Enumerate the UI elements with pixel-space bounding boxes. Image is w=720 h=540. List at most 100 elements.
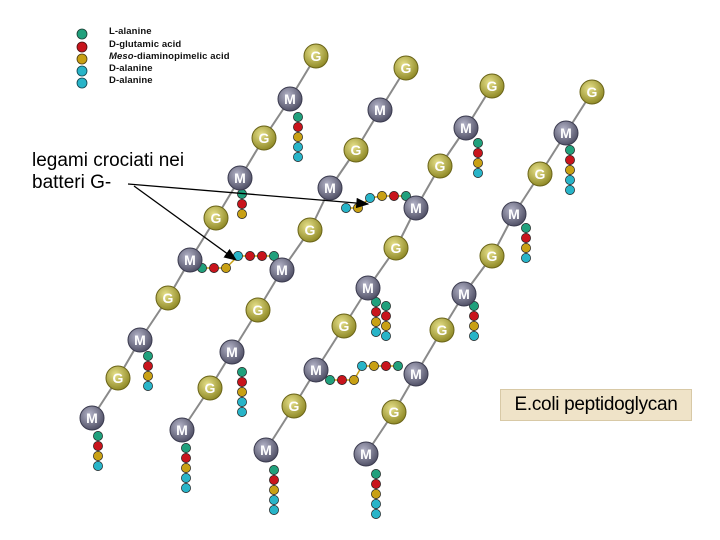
glcnac-sugar: G (204, 206, 228, 230)
amino-acid (565, 185, 574, 194)
amino-acid (371, 327, 380, 336)
amino-acid (565, 175, 574, 184)
sugar-letter: M (374, 102, 386, 118)
sugar-letter: G (351, 142, 362, 158)
amino-acid (143, 351, 152, 360)
murnac-sugar: M (452, 282, 476, 306)
amino-acid (293, 122, 302, 131)
murnac-sugar: M (404, 362, 428, 386)
murnac-sugar: M (368, 98, 392, 122)
glcnac-sugar: G (394, 56, 418, 80)
amino-acid (293, 142, 302, 151)
amino-acid (473, 168, 482, 177)
murnac-sugar: M (454, 116, 478, 140)
sugar-letter: M (410, 366, 422, 382)
amino-acid (365, 193, 374, 202)
sugar-letter: G (253, 302, 264, 318)
amino-acid (521, 223, 530, 232)
amino-acid (181, 483, 190, 492)
legend-label: D-glutamic acid (109, 39, 181, 50)
amino-acid (337, 375, 346, 384)
amino-acid (381, 361, 390, 370)
caption-line-2: batteri G- (32, 172, 184, 194)
glcnac-sugar: G (252, 126, 276, 150)
glcnac-sugar: G (332, 314, 356, 338)
glcnac-sugar: G (282, 394, 306, 418)
amino-acid (143, 371, 152, 380)
murnac-sugar: M (128, 328, 152, 352)
sugar-letter: M (86, 410, 98, 426)
legend-label: D-alanine (109, 63, 153, 74)
murnac-sugar: M (80, 406, 104, 430)
amino-acid (237, 377, 246, 386)
amino-acid (237, 367, 246, 376)
glcnac-sugar: G (298, 218, 322, 242)
sugar-letter: G (311, 48, 322, 64)
amino-acid (473, 138, 482, 147)
amino-acid (293, 112, 302, 121)
amino-acid (369, 361, 378, 370)
amino-acid (381, 321, 390, 330)
legend-label: L-alanine (109, 26, 152, 37)
murnac-sugar: M (170, 418, 194, 442)
sugar-letter: M (508, 206, 520, 222)
d-glutamic-dot (76, 41, 88, 53)
glcnac-sugar: G (480, 244, 504, 268)
amino-acid (181, 473, 190, 482)
sugar-letter: M (310, 362, 322, 378)
sugar-letter: M (134, 332, 146, 348)
d-alanine-dot (76, 65, 88, 77)
sugar-letter: M (410, 200, 422, 216)
murnac-sugar: M (356, 276, 380, 300)
amino-acid (349, 375, 358, 384)
glcnac-sugar: G (580, 80, 604, 104)
amino-acid (293, 132, 302, 141)
murnac-sugar: M (178, 248, 202, 272)
glcnac-sugar: G (106, 366, 130, 390)
sugar-letter: G (535, 166, 546, 182)
amino-acid (565, 165, 574, 174)
amino-acid (473, 148, 482, 157)
amino-acid (181, 443, 190, 452)
glcnac-sugar: G (480, 74, 504, 98)
sugar-letter: G (163, 290, 174, 306)
amino-acid (469, 331, 478, 340)
sugar-letter: G (259, 130, 270, 146)
sugar-letter: M (226, 344, 238, 360)
amino-acid (269, 475, 278, 484)
murnac-sugar: M (228, 166, 252, 190)
sugar-letter: M (324, 180, 336, 196)
amino-acid (221, 263, 230, 272)
amino-acid (341, 203, 350, 212)
murnac-sugar: M (554, 121, 578, 145)
amino-acid (469, 321, 478, 330)
sugar-letter: M (284, 91, 296, 107)
amino-acid (237, 387, 246, 396)
glcnac-sugar: G (428, 154, 452, 178)
sugar-letter: M (260, 442, 272, 458)
sugar-letter: G (437, 322, 448, 338)
legend-item-dap: Meso-diaminopimelic acid (76, 53, 276, 65)
sugar-letter: M (460, 120, 472, 136)
glcnac-sugar: G (384, 236, 408, 260)
murnac-sugar: M (304, 358, 328, 382)
amino-acid (93, 461, 102, 470)
amino-acid (521, 253, 530, 262)
amino-acid (269, 465, 278, 474)
glcnac-sugar: G (304, 44, 328, 68)
amino-acid (237, 397, 246, 406)
amino-acid (143, 361, 152, 370)
amino-acid (371, 317, 380, 326)
sugar-letter: G (205, 380, 216, 396)
diagram-title: E.coli peptidoglycan (500, 389, 692, 421)
amino-acid (521, 233, 530, 242)
amino-acid (371, 307, 380, 316)
legend-label: Meso-diaminopimelic acid (109, 51, 230, 62)
amino-acid (143, 381, 152, 390)
amino-acid (237, 209, 246, 218)
d-alanine-dot (76, 77, 88, 89)
amino-acid (371, 479, 380, 488)
sugar-letter: G (391, 240, 402, 256)
sugar-letter: G (339, 318, 350, 334)
glcnac-sugar: G (528, 162, 552, 186)
